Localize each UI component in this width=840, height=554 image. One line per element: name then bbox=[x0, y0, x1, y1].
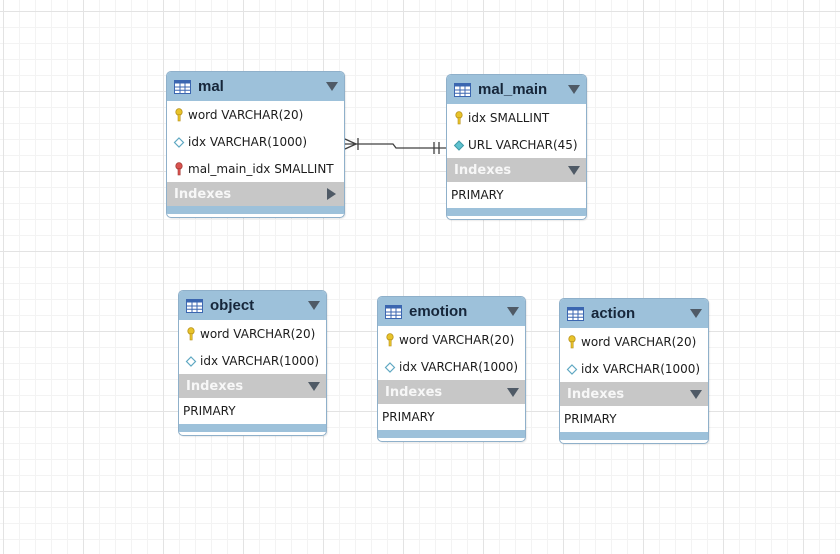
column-row[interactable]: idx VARCHAR(1000) bbox=[179, 347, 326, 374]
table-icon bbox=[385, 304, 402, 319]
table-footer bbox=[447, 208, 586, 216]
table-footer bbox=[167, 206, 344, 214]
column-row[interactable]: word VARCHAR(20) bbox=[179, 320, 326, 347]
column-text: idx VARCHAR(1000) bbox=[399, 359, 519, 374]
column-text: idx SMALLINT bbox=[468, 110, 550, 125]
primary-key-icon bbox=[175, 107, 183, 121]
column-text: mal_main_idx SMALLINT bbox=[188, 161, 334, 176]
column-row[interactable]: mal_main_idx SMALLINT bbox=[167, 155, 344, 182]
primary-key-icon bbox=[187, 326, 195, 340]
indexes-section-header[interactable]: Indexes bbox=[179, 374, 326, 398]
column-text: word VARCHAR(20) bbox=[581, 334, 697, 349]
collapse-toggle-icon[interactable] bbox=[326, 82, 338, 91]
collapse-toggle-icon[interactable] bbox=[308, 301, 320, 310]
table-name: emotion bbox=[409, 303, 468, 320]
column-row[interactable]: word VARCHAR(20) bbox=[378, 326, 525, 353]
table-mal[interactable]: mal word VARCHAR(20) idx VARCHAR(1000) m… bbox=[166, 71, 345, 218]
column-row[interactable]: word VARCHAR(20) bbox=[167, 101, 344, 128]
column-diamond-icon bbox=[384, 361, 396, 373]
column-text: word VARCHAR(20) bbox=[200, 326, 316, 341]
column-text: idx VARCHAR(1000) bbox=[581, 361, 701, 376]
collapse-toggle-icon[interactable] bbox=[568, 85, 580, 94]
index-row[interactable]: PRIMARY bbox=[183, 404, 236, 418]
indexes-section-header[interactable]: Indexes bbox=[378, 380, 525, 404]
table-icon bbox=[186, 298, 203, 313]
table-name: action bbox=[591, 305, 636, 322]
column-diamond-icon bbox=[566, 363, 578, 375]
column-text: word VARCHAR(20) bbox=[399, 332, 515, 347]
indexes-section-header[interactable]: Indexes bbox=[447, 158, 586, 182]
table-header[interactable]: action bbox=[560, 299, 708, 328]
indexes-label: Indexes bbox=[567, 386, 625, 402]
table-name: mal_main bbox=[478, 81, 548, 98]
column-row[interactable]: idx VARCHAR(1000) bbox=[378, 353, 525, 380]
column-text: word VARCHAR(20) bbox=[188, 107, 304, 122]
table-header[interactable]: mal bbox=[167, 72, 344, 101]
indexes-label: Indexes bbox=[385, 384, 443, 400]
column-diamond-filled-icon bbox=[453, 139, 465, 151]
collapse-toggle-icon[interactable] bbox=[507, 307, 519, 316]
column-text: URL VARCHAR(45) bbox=[468, 137, 578, 152]
table-header[interactable]: object bbox=[179, 291, 326, 320]
collapse-toggle-icon[interactable] bbox=[507, 387, 519, 397]
column-diamond-icon bbox=[173, 136, 185, 148]
table-emotion[interactable]: emotion word VARCHAR(20) idx VARCHAR(100… bbox=[377, 296, 526, 442]
table-action[interactable]: action word VARCHAR(20) idx VARCHAR(1000… bbox=[559, 298, 709, 444]
table-footer bbox=[179, 424, 326, 432]
table-icon bbox=[454, 82, 471, 97]
indexes-label: Indexes bbox=[174, 186, 232, 202]
crows-foot-lower bbox=[344, 143, 357, 150]
column-text: idx VARCHAR(1000) bbox=[200, 353, 320, 368]
index-row[interactable]: PRIMARY bbox=[451, 188, 504, 202]
collapse-toggle-icon[interactable] bbox=[308, 381, 320, 391]
table-header[interactable]: emotion bbox=[378, 297, 525, 326]
crows-foot-upper bbox=[344, 138, 357, 145]
index-row[interactable]: PRIMARY bbox=[382, 410, 435, 424]
column-row[interactable]: idx SMALLINT bbox=[447, 104, 586, 131]
table-icon bbox=[174, 79, 191, 94]
table-name: mal bbox=[198, 78, 224, 95]
table-mal-main[interactable]: mal_main idx SMALLINT URL VARCHAR(45) In… bbox=[446, 74, 587, 220]
expand-toggle-icon[interactable] bbox=[327, 188, 336, 200]
table-header[interactable]: mal_main bbox=[447, 75, 586, 104]
table-icon bbox=[567, 306, 584, 321]
table-footer bbox=[378, 430, 525, 438]
table-name: object bbox=[210, 297, 255, 314]
column-row[interactable]: URL VARCHAR(45) bbox=[447, 131, 586, 158]
table-footer bbox=[560, 432, 708, 440]
indexes-label: Indexes bbox=[454, 162, 512, 178]
primary-key-icon bbox=[455, 110, 463, 124]
table-object[interactable]: object word VARCHAR(20) idx VARCHAR(1000… bbox=[178, 290, 327, 436]
relationship-line bbox=[344, 138, 447, 154]
primary-key-icon bbox=[568, 334, 576, 348]
column-diamond-icon bbox=[185, 355, 197, 367]
indexes-section-header[interactable]: Indexes bbox=[167, 182, 344, 206]
column-text: idx VARCHAR(1000) bbox=[188, 134, 308, 149]
column-row[interactable]: idx VARCHAR(1000) bbox=[560, 355, 708, 382]
column-row[interactable]: word VARCHAR(20) bbox=[560, 328, 708, 355]
collapse-toggle-icon[interactable] bbox=[690, 309, 702, 318]
primary-key-icon bbox=[386, 332, 394, 346]
foreign-key-icon bbox=[175, 161, 183, 175]
indexes-label: Indexes bbox=[186, 378, 244, 394]
indexes-section-header[interactable]: Indexes bbox=[560, 382, 708, 406]
index-row[interactable]: PRIMARY bbox=[564, 412, 617, 426]
column-row[interactable]: idx VARCHAR(1000) bbox=[167, 128, 344, 155]
collapse-toggle-icon[interactable] bbox=[568, 165, 580, 175]
collapse-toggle-icon[interactable] bbox=[690, 389, 702, 399]
